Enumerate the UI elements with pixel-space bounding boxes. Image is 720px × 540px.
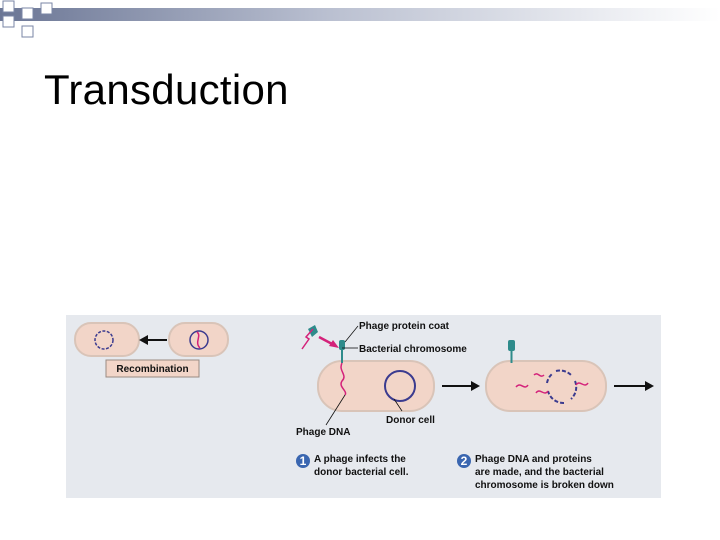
recipient-cell	[74, 322, 140, 357]
step-1-number: 1	[300, 454, 307, 468]
step-2-line-1: Phage DNA and proteins	[475, 454, 592, 465]
step-1-line-2: donor bacterial cell.	[314, 467, 409, 478]
fragmented-chromosome	[547, 390, 565, 405]
step-2-line-3: chromosome is broken down	[475, 480, 614, 491]
banner-square	[21, 25, 34, 38]
fragmented-chromosome	[555, 369, 572, 376]
phage-dna-copy	[515, 384, 529, 388]
step-arrow-2-head	[645, 381, 654, 391]
recombination-label-box	[105, 359, 200, 378]
donor-chromosome	[384, 370, 416, 402]
phage-dna-fragment	[301, 328, 314, 350]
transduction-diagram: Recombination Phage protein coat Bacteri…	[66, 315, 661, 498]
step-arrow-1-head	[471, 381, 480, 391]
banner-square	[21, 7, 34, 20]
banner-square	[2, 15, 15, 28]
step-1-badge	[296, 454, 310, 468]
step-1-line-1: A phage infects the	[314, 454, 406, 465]
label-leaders	[325, 325, 403, 426]
step-2-badge	[457, 454, 471, 468]
recombination-panel: Recombination	[74, 322, 229, 378]
infected-cell	[485, 360, 607, 412]
attached-phage-head	[339, 340, 345, 350]
phage-coat-on-cell	[508, 340, 515, 351]
donor-cell-label: Donor cell	[386, 415, 435, 426]
banner-square	[2, 0, 15, 13]
fragmented-chromosome	[546, 373, 553, 384]
bacterial-chromosome-label: Bacterial chromosome	[359, 344, 467, 355]
integrated-dna	[196, 331, 201, 349]
recombinant-chromosome	[189, 330, 209, 350]
step-1-caption: 1 A phage infects the donor bacterial ce…	[296, 454, 409, 478]
phage-dna-copy	[535, 390, 549, 394]
phage-dna-copy	[575, 382, 589, 386]
recombination-arrowhead	[139, 335, 148, 345]
banner-gradient-bar	[0, 8, 720, 21]
phage-dna-copy	[533, 373, 545, 377]
donor-leader	[393, 398, 403, 412]
injected-phage-dna	[340, 362, 347, 396]
recipient-chromosome	[94, 330, 114, 350]
step-2-caption: 2 Phage DNA and proteins are made, and t…	[457, 454, 614, 491]
donor-cell	[317, 360, 435, 412]
step-2-line-2: are made, and the bacterial	[475, 467, 604, 478]
donor-cell-group	[317, 340, 435, 412]
fragmented-chromosome	[570, 380, 578, 400]
phage-head	[308, 325, 318, 337]
dna-leader	[325, 394, 346, 426]
step-2-number: 2	[461, 454, 468, 468]
banner-square	[40, 2, 53, 15]
free-phage	[301, 325, 339, 350]
coat-leader	[344, 325, 359, 343]
phage-dna-label: Phage DNA	[296, 427, 350, 438]
header-banner	[0, 0, 720, 38]
infection-arrowhead	[329, 340, 339, 348]
phage-protein-coat-label: Phage protein coat	[359, 321, 450, 332]
recombination-label: Recombination	[116, 364, 188, 375]
slide-title: Transduction	[44, 66, 289, 113]
lysing-cell-group	[485, 340, 607, 412]
